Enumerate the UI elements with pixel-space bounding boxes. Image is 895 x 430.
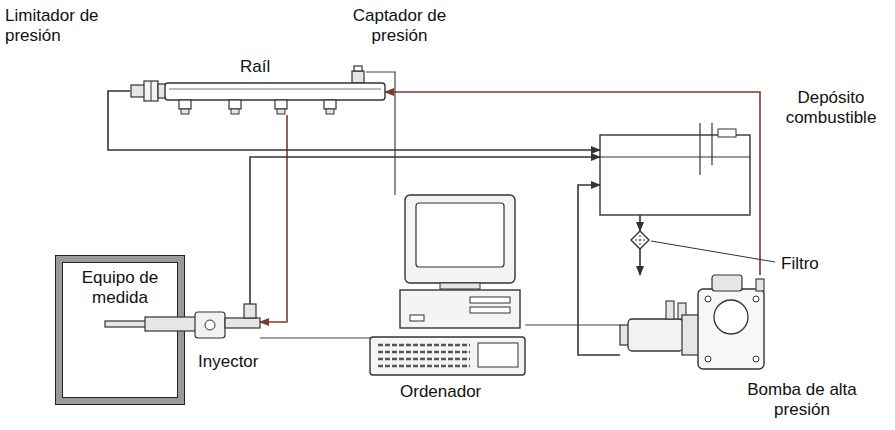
injector-body [145,317,197,331]
injector-nozzle [105,321,147,327]
fuel-pipe [250,157,600,304]
rail-port-tip [326,109,334,114]
rail-ridge [169,89,381,90]
monitor-frame [405,195,515,283]
node-label: Depósito combustible [772,88,890,129]
pump-flange [682,315,700,355]
node-label: Bomba de alta presión [742,380,862,421]
fuel-tank-art [600,135,750,215]
node-label: Ordenador [400,382,481,402]
limiter-edge [151,81,152,101]
key-row [378,344,470,347]
pump-body [698,289,764,369]
computer: Ordenador [370,195,525,380]
fuel-rail-art [165,83,385,115]
pressure-sensor-art [350,66,366,83]
injector-head [195,312,225,338]
monitor-stand [440,283,480,289]
pump-valve [712,275,742,291]
high-pressure-pump-art [620,275,770,375]
rail-port [275,100,287,109]
key-row [378,358,470,361]
injector-coil [205,320,215,330]
signal-wire [260,337,370,338]
dip-tube [711,123,712,165]
pump-cylinder [628,319,683,351]
pump-bolt [705,356,711,362]
filter-mesh [640,235,641,245]
keyboard [370,337,525,375]
drive-slot [470,297,510,303]
fuel-pipe [260,115,287,322]
high-pressure-pump: Bomba de alta presión [620,275,770,375]
rail-body [165,83,385,100]
rail-port [324,100,336,109]
injector-inlet [225,318,260,328]
key-row [378,351,470,354]
fuel-filter-art [631,231,649,249]
node-label: Filtro [779,254,821,274]
key-row [378,365,470,368]
pressure-limiter: Limitador de presión [130,80,168,102]
node-label: Limitador de presión [5,6,105,47]
fuel-pipe [639,215,641,231]
leader-line [651,241,775,262]
tank-cap [718,129,736,137]
monitor-screen [416,203,504,267]
rail-port [229,100,241,109]
fuel-tank: Depósito combustible [600,135,750,215]
fuel-pipe [385,92,760,275]
limiter-body [131,85,145,97]
pump-bolt [753,296,759,302]
injector-return [244,304,256,318]
fuel-rail: Raíl [165,83,385,115]
sensor-cap [354,66,362,71]
node-label: Equipo de medida [66,268,174,309]
fuel-filter: Filtro [631,231,649,249]
pressure-limiter-art [130,80,168,102]
filter-diamond [631,231,649,249]
pump-head [714,300,748,334]
pump-bolt [705,296,711,302]
computer-art [370,195,525,380]
signal-wire [525,324,620,325]
node-label: Inyector [198,352,258,372]
rail-port-tip [277,109,285,114]
injector: Inyector [105,304,260,348]
fuel-pipe [639,249,641,275]
pump-fitting [666,301,674,319]
dip-tube [699,123,700,175]
drive-slot [470,307,510,313]
keypad [478,343,518,367]
pump-bolt [753,356,759,362]
rail-port-tip [231,109,239,114]
node-label: Raíl [240,57,270,77]
node-label: Captador de presión [352,6,447,47]
drive-slot [410,315,424,321]
pump-outlet [756,279,764,291]
rail-port-tip [181,109,189,114]
injector-art [105,304,260,348]
sensor-body [352,71,364,83]
tank-wall [600,135,750,215]
limiter-nut [144,81,158,101]
pressure-sensor: Captador de presión [350,66,366,83]
fuel-level [600,157,750,158]
computer-case [400,290,520,328]
rail-port [179,100,191,109]
